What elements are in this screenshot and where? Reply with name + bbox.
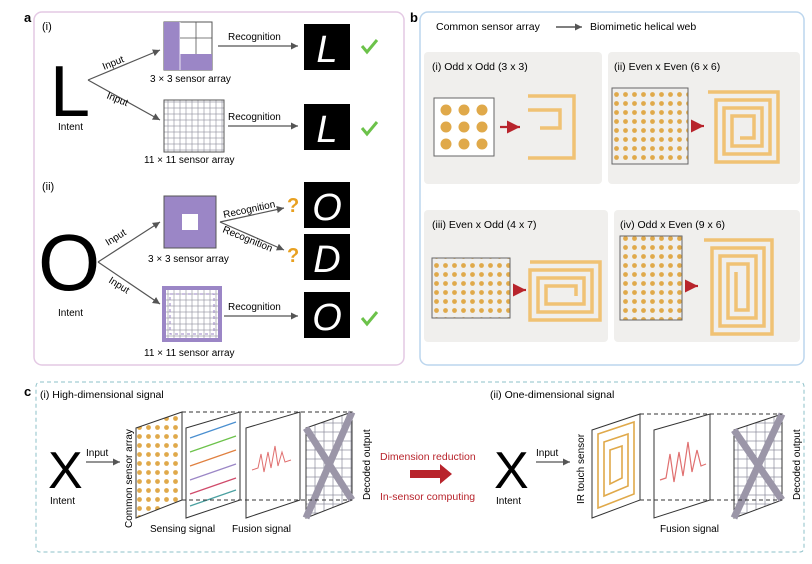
intent-letter-X-2: X xyxy=(494,442,529,500)
fusion-trace xyxy=(251,445,292,473)
intent-letter-O: O xyxy=(38,218,100,307)
helical-web-4 xyxy=(704,238,774,336)
question-icon: ? xyxy=(287,245,299,267)
ir-sensor-label: IR touch sensor xyxy=(576,433,587,504)
red-arrow xyxy=(410,464,452,484)
decoded-x-2 xyxy=(730,412,786,520)
helical-web-2 xyxy=(708,90,780,164)
subpanel-i-label: (i) xyxy=(42,21,52,33)
ir-helix xyxy=(597,420,635,510)
panel-a-label: a xyxy=(24,10,32,25)
header-common-array: Common sensor array xyxy=(436,21,541,33)
result-box-O1 xyxy=(304,182,350,228)
result-letter-L1: L xyxy=(316,29,337,71)
question-icon: ? xyxy=(287,195,299,217)
decoded-x xyxy=(302,410,356,520)
in-sensor-label: In-sensor computing xyxy=(380,491,475,503)
dot-array-9x6 xyxy=(619,235,683,321)
intent-letter-X: X xyxy=(48,442,83,500)
result-box-L2 xyxy=(304,104,350,150)
dots xyxy=(440,104,488,150)
subpanel-ii-label: (ii) xyxy=(42,181,54,193)
result-letter-O2: O xyxy=(312,297,342,339)
result-box-D xyxy=(304,234,350,280)
intent-label-X: Intent xyxy=(50,496,75,507)
sensor-array-3x3-O xyxy=(163,195,217,249)
fusion-trace-2 xyxy=(659,441,707,483)
case-title: (i) Odd x Odd (3 x 3) xyxy=(432,61,528,73)
panel-b: b Common sensor array Biomimetic helical… xyxy=(410,10,805,366)
case-card-3: (iii) Even x Odd (4 x 7) xyxy=(424,210,608,342)
recognition-label: Recognition xyxy=(228,112,281,123)
check-icon xyxy=(360,311,379,327)
array-11-label: 11 × 11 sensor array xyxy=(144,348,235,359)
sensor-layer xyxy=(135,411,183,519)
fusion-signal-label: Fusion signal xyxy=(232,524,291,535)
sensing-signal-label: Sensing signal xyxy=(150,524,215,535)
result-box-L1 xyxy=(304,24,350,70)
sensor-array-3x3-L xyxy=(163,21,213,71)
result-box-O2 xyxy=(304,292,350,338)
intent-label-L: Intent xyxy=(58,122,83,133)
fusion-signal-label-2: Fusion signal xyxy=(660,524,719,535)
fusion-layer xyxy=(245,411,301,519)
check-icon xyxy=(360,39,379,55)
dimension-reduction-label: Dimension reduction xyxy=(380,451,476,463)
check-icon xyxy=(360,121,379,137)
decoded-output-label-2: Decoded output xyxy=(792,429,803,500)
panel-b-label: b xyxy=(410,10,418,25)
panel-c-label: c xyxy=(24,384,31,399)
case-card-2: (ii) Even x Even (6 x 6) xyxy=(608,52,800,184)
title-high-dim: (i) High-dimensional signal xyxy=(40,389,164,401)
case-card-1: (i) Odd x Odd (3 x 3) xyxy=(424,52,602,184)
panel-c: c (i) High-dimensional signal (ii) One-d… xyxy=(24,381,805,553)
sensor-array-11x11-L xyxy=(163,99,225,153)
case-card-4: (iv) Odd x Even (9 x 6) xyxy=(614,210,800,342)
intent-letter-L: L xyxy=(50,52,90,132)
result-letter-O1: O xyxy=(312,187,342,229)
title-one-dim: (ii) One-dimensional signal xyxy=(490,389,614,401)
sensor-array-11x11-O xyxy=(162,286,222,342)
recognition-label: Recognition xyxy=(228,32,281,43)
decoded-output-label: Decoded output xyxy=(362,429,373,500)
array-3-label: 3 × 3 sensor array xyxy=(150,74,231,85)
input-label: Input xyxy=(536,448,558,459)
common-array-label: Common sensor array xyxy=(124,429,135,528)
helical-web-3 xyxy=(528,260,602,322)
recognition-label: Recognition xyxy=(228,302,281,313)
case-title: (iii) Even x Odd (4 x 7) xyxy=(432,219,536,231)
dot-array-4x7 xyxy=(431,257,511,319)
input-label: Input xyxy=(86,448,108,459)
intent-label-O: Intent xyxy=(58,308,83,319)
result-letter-D: D xyxy=(313,239,340,281)
ir-sensor-layer xyxy=(591,413,641,519)
header-helical-web: Biomimetic helical web xyxy=(590,21,696,33)
result-letter-L2: L xyxy=(316,109,337,151)
sensing-traces xyxy=(189,421,237,507)
dot-array-6x6 xyxy=(611,87,689,165)
case-title: (ii) Even x Even (6 x 6) xyxy=(614,61,720,73)
panel-a: a (i) (ii) L Intent Input Input 3 × 3 se… xyxy=(24,10,405,366)
helical-web-1 xyxy=(528,94,576,160)
array-11-label: 11 × 11 sensor array xyxy=(144,155,235,166)
array-3-label: 3 × 3 sensor array xyxy=(148,254,229,265)
intent-label-X-2: Intent xyxy=(496,496,521,507)
case-title: (iv) Odd x Even (9 x 6) xyxy=(620,219,725,231)
